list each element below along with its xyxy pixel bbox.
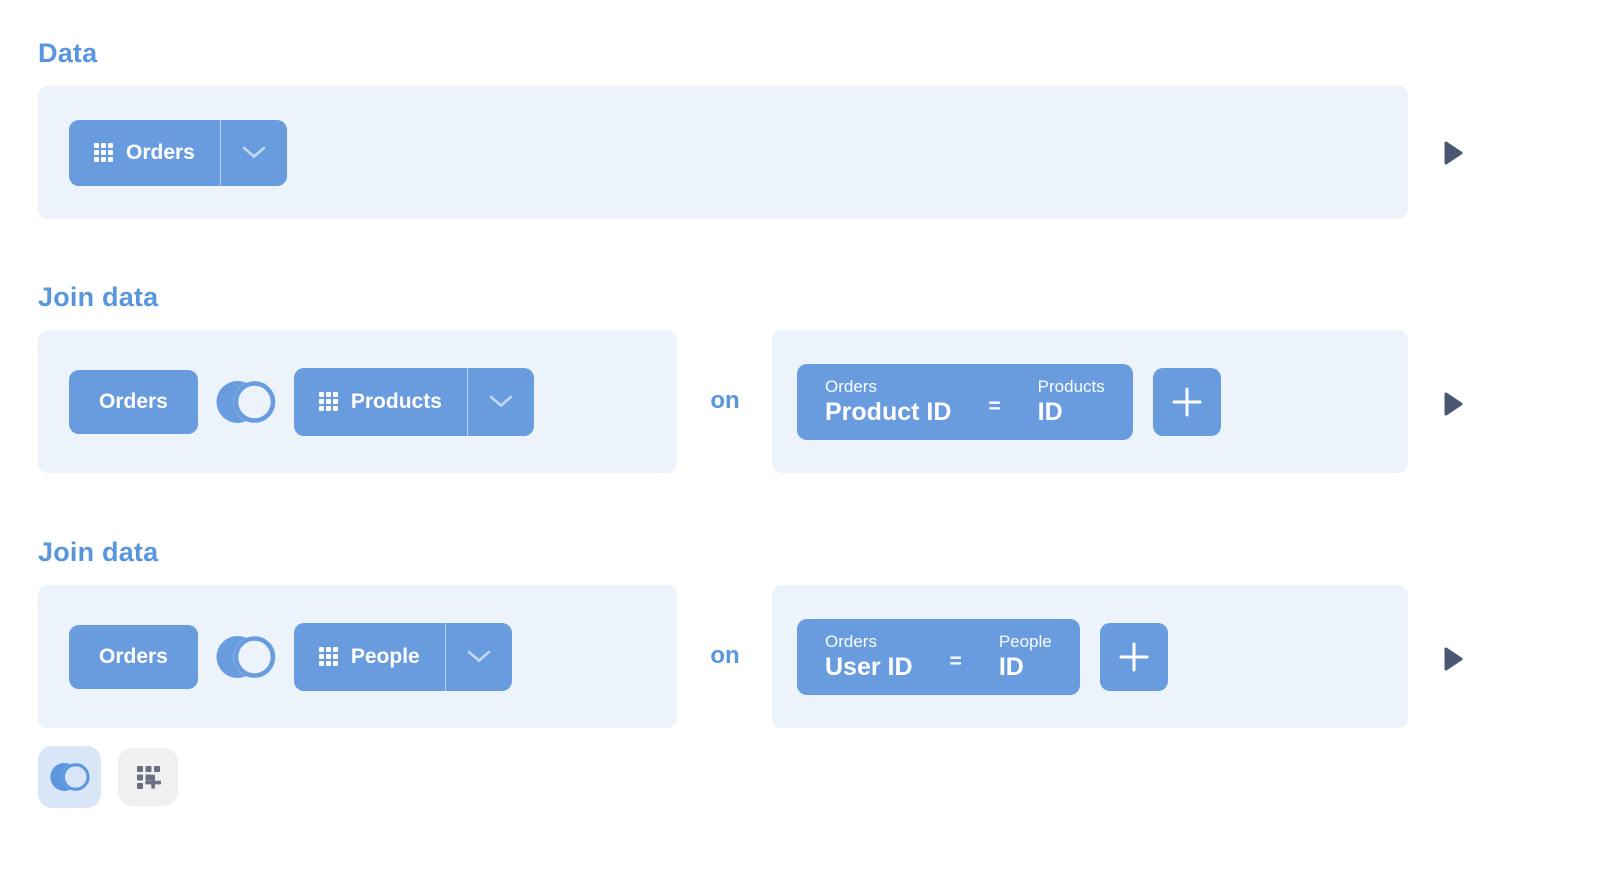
add-join-condition-button[interactable]: [1152, 367, 1221, 436]
join-left-table-label: Orders: [99, 389, 168, 413]
left-join-venn-icon[interactable]: [216, 378, 276, 426]
data-source-dropdown[interactable]: [221, 120, 287, 186]
join-condition-pill[interactable]: Orders Product ID = Products ID: [797, 363, 1133, 440]
add-custom-column-button[interactable]: [118, 748, 178, 806]
condition-right-table: People: [998, 631, 1052, 651]
condition-right-table: Products: [1037, 376, 1105, 396]
condition-left-table: Orders: [825, 631, 877, 651]
join-condition-panel: Orders Product ID = Products ID: [772, 330, 1408, 473]
data-source-panel: Orders: [38, 86, 1408, 219]
add-join-step-button[interactable]: [38, 746, 101, 808]
condition-right-field: ID: [1037, 397, 1063, 426]
condition-right-field: ID: [998, 652, 1024, 681]
join-right-table-main[interactable]: People: [294, 623, 445, 691]
join-right-table-dropdown[interactable]: [446, 623, 512, 691]
condition-operator: =: [949, 649, 962, 673]
preview-step-button[interactable]: [1437, 137, 1469, 169]
table-icon: [94, 143, 113, 162]
plus-icon: [1172, 387, 1202, 417]
join-condition-panel: Orders User ID = People ID: [772, 585, 1408, 728]
preview-step-button[interactable]: [1437, 643, 1469, 675]
join-tables-panel: Orders People: [38, 585, 677, 728]
join-condition-right[interactable]: People ID: [999, 632, 1052, 682]
join-section-title: Join data: [38, 537, 159, 567]
join-left-table-button[interactable]: Orders: [69, 369, 198, 434]
condition-operator: =: [988, 394, 1001, 418]
chevron-down-icon: [489, 395, 513, 408]
add-join-condition-button[interactable]: [1099, 622, 1168, 691]
condition-left-field: Product ID: [825, 397, 952, 426]
button-divider: [219, 119, 221, 186]
play-icon: [1444, 646, 1463, 672]
join-left-table-label: Orders: [99, 644, 168, 668]
data-source-label: Orders: [126, 140, 195, 164]
table-icon: [318, 647, 338, 666]
join-right-table-label: People: [350, 644, 420, 668]
join-right-table-label: Products: [350, 389, 442, 413]
join-right-table-button[interactable]: People: [293, 622, 512, 691]
chevron-down-icon: [467, 650, 491, 663]
condition-left-table: Orders: [825, 376, 877, 396]
play-icon: [1444, 140, 1463, 166]
table-icon: [318, 392, 338, 411]
left-join-venn-icon: [49, 761, 90, 793]
button-divider: [466, 367, 468, 436]
join-condition-left[interactable]: Orders User ID: [825, 632, 913, 682]
join-condition-pill[interactable]: Orders User ID = People ID: [797, 618, 1080, 695]
left-join-venn-icon[interactable]: [216, 633, 276, 681]
join-right-table-main[interactable]: Products: [294, 368, 467, 436]
join-section-title: Join data: [38, 282, 159, 312]
join-right-table-button[interactable]: Products: [293, 367, 534, 436]
join-right-table-dropdown[interactable]: [468, 368, 534, 436]
join-tables-panel: Orders Products: [38, 330, 677, 473]
plus-icon: [1119, 642, 1149, 672]
play-icon: [1444, 391, 1463, 417]
chevron-down-icon: [242, 146, 266, 159]
condition-left-field: User ID: [825, 652, 913, 681]
join-on-label: on: [710, 387, 740, 414]
join-condition-left[interactable]: Orders Product ID: [825, 377, 951, 427]
data-source-button[interactable]: Orders: [69, 119, 287, 186]
data-source-button-main[interactable]: Orders: [69, 120, 220, 186]
table-plus-icon: [133, 762, 164, 793]
join-condition-right[interactable]: Products ID: [1038, 377, 1105, 427]
join-left-table-button[interactable]: Orders: [69, 624, 198, 689]
data-section-title: Data: [38, 38, 98, 68]
preview-step-button[interactable]: [1437, 388, 1469, 420]
button-divider: [444, 622, 446, 691]
join-on-label: on: [710, 642, 740, 669]
